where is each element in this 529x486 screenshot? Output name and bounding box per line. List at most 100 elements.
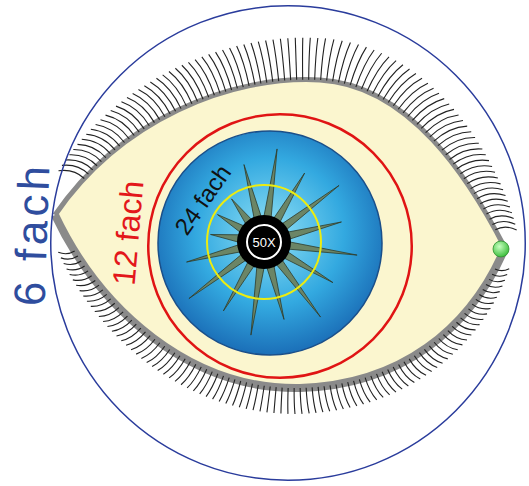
star-ray xyxy=(251,267,264,335)
star-ray xyxy=(244,165,261,218)
eyelash xyxy=(417,104,449,124)
eyelash xyxy=(408,93,439,116)
eyelash xyxy=(483,290,500,293)
eyelash xyxy=(474,188,503,194)
eyelash xyxy=(188,62,208,97)
eyelash xyxy=(73,276,92,281)
eyelash xyxy=(156,78,181,108)
eyelash xyxy=(492,221,515,224)
star-ray xyxy=(232,199,252,224)
eyelash xyxy=(181,364,196,384)
eyelash xyxy=(200,372,213,394)
eyelash xyxy=(253,385,258,410)
zoom-ring: 50X24 fach12 fach xyxy=(147,113,413,379)
ring-circle xyxy=(51,6,526,481)
eyelash xyxy=(267,387,270,413)
eyelash xyxy=(443,335,462,345)
eyelash xyxy=(127,98,154,123)
eyelash xyxy=(439,339,458,350)
eyelash xyxy=(324,386,330,411)
eyelash xyxy=(106,115,135,135)
eyelash xyxy=(348,382,357,406)
eyelash xyxy=(383,69,409,99)
eyelash xyxy=(251,43,261,84)
eyelash xyxy=(219,378,229,402)
pupil xyxy=(237,215,291,269)
eyelash xyxy=(318,387,323,412)
eyelash xyxy=(492,274,507,276)
star-ray xyxy=(217,215,243,232)
iris xyxy=(158,131,382,355)
magnification-label: 12 fach xyxy=(107,179,148,286)
eyelash xyxy=(62,165,89,174)
tear-duct xyxy=(493,241,509,257)
eyelash xyxy=(479,294,497,298)
magnification-label: 6 fach xyxy=(8,161,57,306)
magnification-label: 50X xyxy=(252,236,275,249)
eyelash xyxy=(465,313,484,319)
ring-outline xyxy=(147,113,413,379)
eyelash xyxy=(91,299,111,307)
eyelash xyxy=(373,61,397,94)
eyelash xyxy=(452,326,471,334)
eyelash xyxy=(312,387,316,413)
eyelash xyxy=(103,312,123,322)
eyelash xyxy=(195,60,214,96)
eyelash xyxy=(66,160,93,170)
eyelash xyxy=(468,309,487,314)
eyelash xyxy=(260,386,264,412)
eyelash xyxy=(309,38,311,80)
eyelash xyxy=(246,384,252,409)
eyelash xyxy=(302,38,303,80)
eyelash xyxy=(187,367,201,388)
zoom-ring: 50X24 fach12 fach6 fach xyxy=(50,5,526,481)
eyelash xyxy=(344,45,358,84)
eyelash xyxy=(213,376,224,399)
eyelash xyxy=(175,362,190,382)
eyelash xyxy=(112,320,132,331)
eyelash xyxy=(476,299,494,303)
eyelash xyxy=(67,266,85,270)
eyelash xyxy=(434,342,453,354)
eyelash xyxy=(336,385,343,409)
eyelash xyxy=(448,331,467,340)
eyelash xyxy=(169,71,192,103)
eyelash xyxy=(359,379,370,402)
eyelash xyxy=(281,388,282,414)
eyelash xyxy=(480,199,507,204)
eyelash xyxy=(70,271,88,275)
eyelash xyxy=(116,106,144,129)
eyelash xyxy=(138,90,164,117)
eyelash xyxy=(388,74,416,103)
eyelash xyxy=(117,324,137,336)
eyelash xyxy=(471,182,501,188)
eyelash xyxy=(107,316,127,326)
eyelash xyxy=(96,124,125,142)
eyelash xyxy=(209,54,226,91)
eyelash xyxy=(483,205,509,209)
eyelash xyxy=(403,88,434,113)
eyelash xyxy=(223,50,238,89)
eyelash xyxy=(64,261,82,264)
eyelash xyxy=(486,285,502,288)
eye-white xyxy=(55,80,505,388)
eyelash xyxy=(354,381,364,404)
eyelash xyxy=(294,388,296,414)
eyelashes xyxy=(58,38,516,414)
eyelash xyxy=(202,57,220,93)
eyelash xyxy=(163,75,187,106)
ring-circle xyxy=(247,225,281,259)
eyelash xyxy=(426,115,459,133)
eyelash xyxy=(472,304,490,309)
eyelash xyxy=(182,65,203,99)
eyelash xyxy=(461,318,480,325)
eyelash xyxy=(239,382,246,407)
eyelash xyxy=(495,227,516,230)
eyelash xyxy=(378,65,403,97)
eyelash xyxy=(429,346,447,359)
eyelash xyxy=(486,210,511,214)
eyelash xyxy=(306,388,309,414)
eyelash xyxy=(495,269,509,271)
ring-circle xyxy=(207,185,321,299)
eyelash xyxy=(230,48,244,87)
